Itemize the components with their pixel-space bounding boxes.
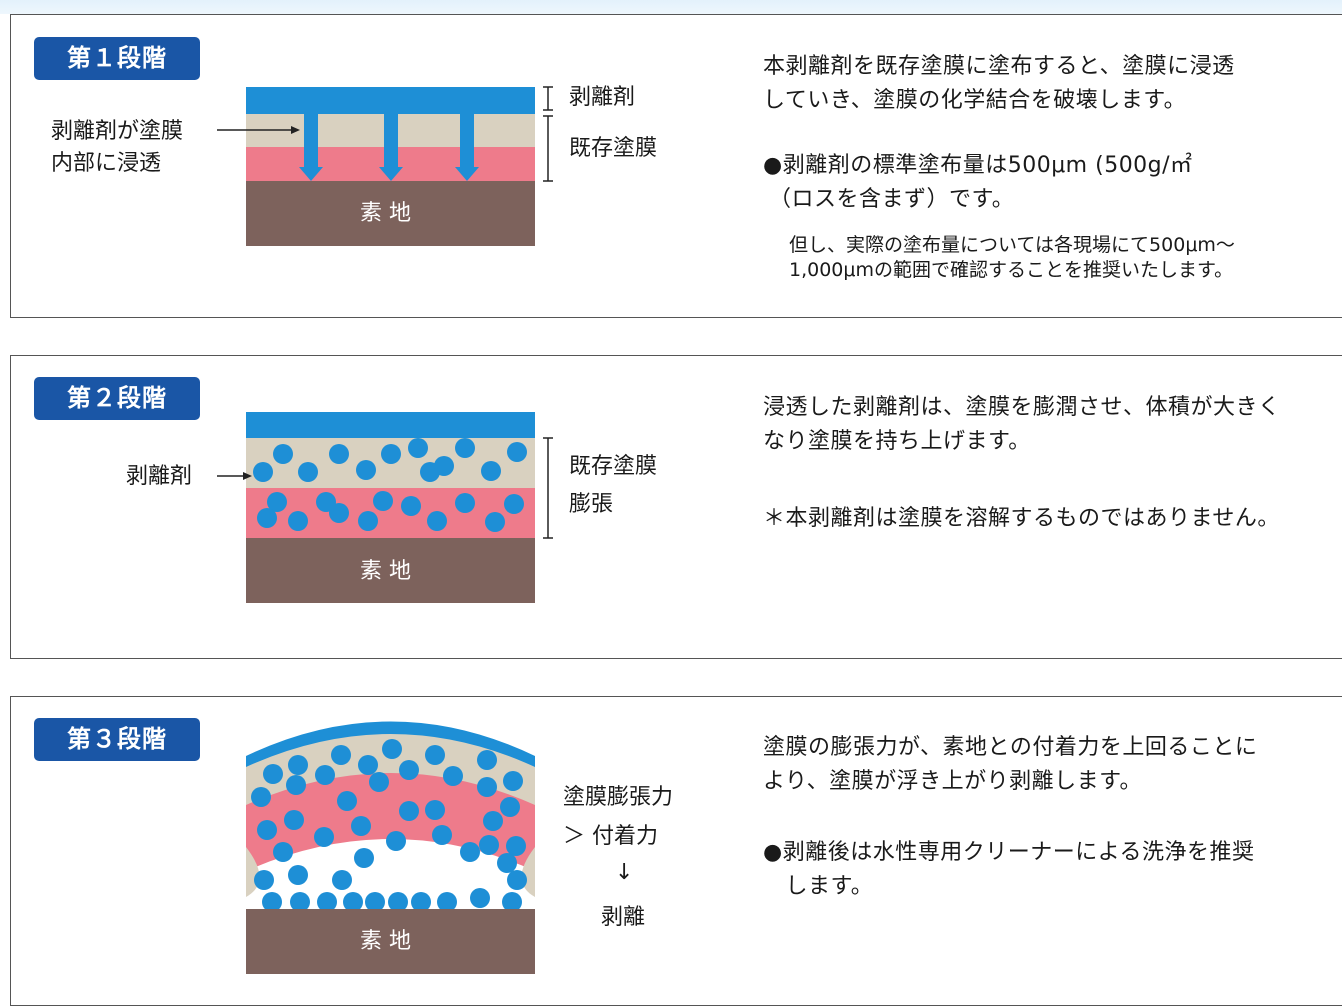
remover-label: 剥離剤 [569,85,636,110]
stage-3-description: 塗膜の膨張力が、素地との付着力を上回ることに より、塗膜が浮き上がり剥離します。 [763,735,1258,794]
remover-label: 剥離剤 [126,464,193,489]
substrate-label: 素 地 [360,929,411,954]
stage-1-badge: 第１段階 [34,37,200,80]
stage-2-panel: 第２段階 素 地 剥離剤 既存塗膜 膨張 浸透した剥離剤は、塗膜を膨潤させ、体積… [10,355,1342,659]
stage-3-badge: 第３段階 [34,718,200,761]
stage-2-note: ＊本剥離剤は塗膜を溶解するものではありません。 [763,506,1280,531]
peel-label: 剥離 [601,905,646,930]
penetration-arrow [455,114,479,181]
penetration-label: 剥離剤が塗膜 [51,119,184,144]
remover-layer [246,721,535,777]
layer-bracket [543,86,553,182]
penetration-arrow [299,114,323,181]
pointer-arrow [217,126,300,134]
expansion-force-label: 塗膜膨張力 [563,785,674,810]
existing-coating-label: 既存塗膜 [569,454,658,479]
remover-bubbles [253,438,527,532]
stage-1-note: 但し、実際の塗布量については各現場にて500μm〜 1,000μmの範囲で確認す… [789,234,1235,281]
down-arrow-icon: ↓ [615,860,634,885]
stage-1-diagram [217,86,553,246]
stage-1-description: 本剥離剤を既存塗膜に塗布すると、塗膜に浸透 していき、塗膜の化学結合を破壊します… [763,54,1235,113]
substrate-label: 素 地 [360,201,411,226]
substrate-layer [246,538,535,603]
substrate-layer [246,181,535,246]
stage-3-diagram [246,721,535,974]
existing-coating-label: 既存塗膜 [569,136,658,161]
layer-bracket [543,437,553,539]
pointer-arrow [217,472,252,480]
beige-coating-layer [246,734,535,807]
stage-3-panel: 第３段階 [10,696,1342,1006]
stage-2-description: 浸透した剥離剤は、塗膜を膨潤させ、体積が大きく なり塗膜を持ち上げます。 [763,395,1281,454]
remover-bubbles [251,739,527,912]
remover-layer [246,87,535,114]
penetration-label: 内部に浸透 [51,151,162,176]
stage-1-bullet: ●剥離剤の標準塗布量は500μm (500g/㎡ （ロスを含まず）です。 [763,153,1193,212]
substrate-label: 素 地 [360,559,411,584]
stage-1-panel: 第１段階 素 地 剥離剤が塗膜 内部に浸透 剥離剤 既存塗膜 本剥離剤を既存塗膜… [10,14,1342,318]
top-band [0,0,1342,14]
stage-3-bullet: ●剥離後は水性専用クリーナーによる洗浄を推奨 します。 [763,840,1255,899]
expansion-label: 膨張 [569,492,614,517]
adhesion-label: ＞ 付着力 [563,824,658,849]
penetration-arrow [379,114,403,181]
remover-layer [246,412,535,438]
stage-2-diagram [217,412,553,603]
substrate-layer [246,909,535,974]
stage-2-badge: 第２段階 [34,377,200,420]
